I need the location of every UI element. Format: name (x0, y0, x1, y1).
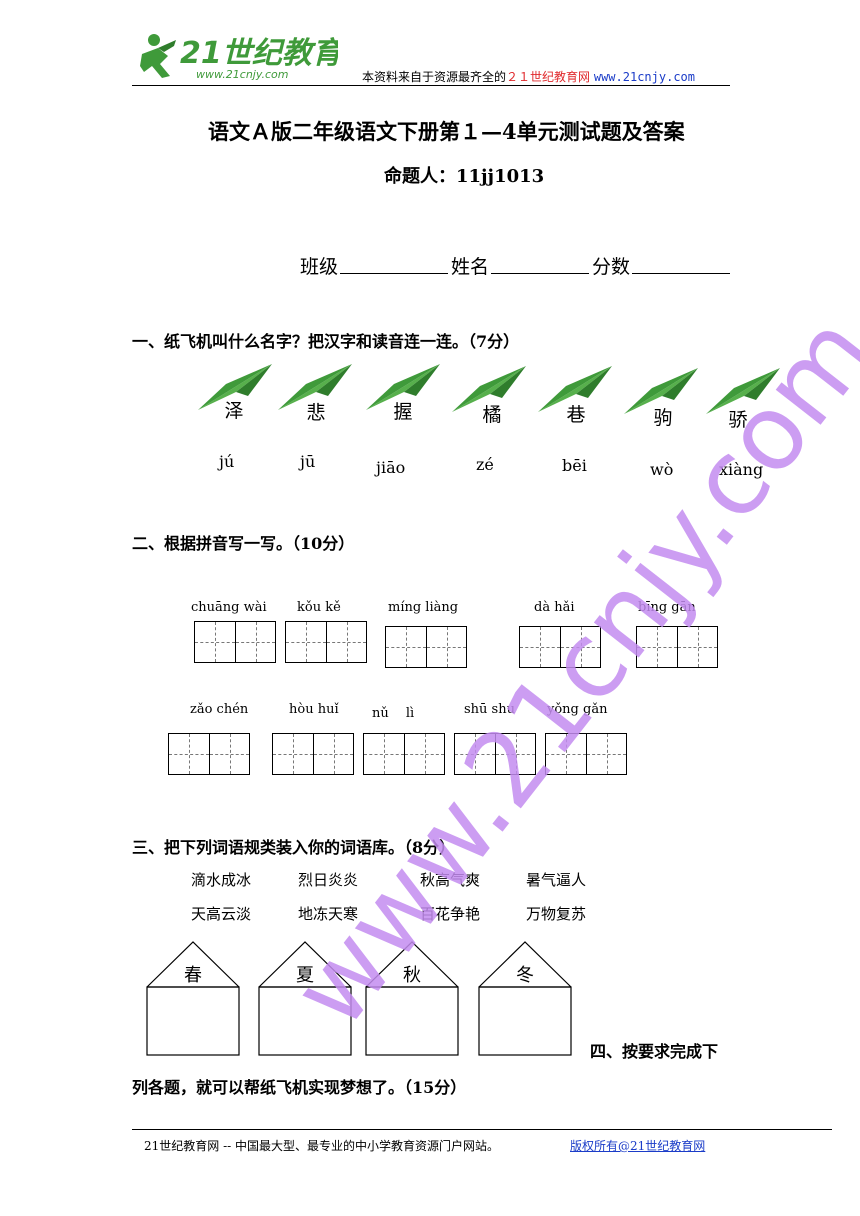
writing-grid[interactable] (285, 621, 367, 663)
word-item: 地冻天寒 (298, 905, 359, 923)
pinyin-prompt: chuāng wài (191, 600, 267, 615)
word-item: 百花争艳 (420, 905, 481, 923)
writing-grid[interactable] (168, 733, 250, 775)
paper-plane-icon (278, 364, 352, 410)
pinyin-option: bēi (562, 456, 587, 475)
pinyin-prompt: zǎo chén (190, 702, 249, 717)
writing-grid[interactable] (519, 626, 601, 668)
pinyin-option: xiàng (719, 460, 764, 479)
q4-heading-start: 四、按要求完成下 (590, 1042, 719, 1061)
plane-char: 巷 (566, 404, 586, 426)
header-divider (132, 85, 730, 86)
footer-divider (132, 1129, 832, 1130)
house-label-summer: 夏 (296, 965, 314, 986)
logo-text: 21世纪教育 (180, 36, 338, 71)
spring-house-box[interactable] (144, 940, 242, 1058)
q4-heading-end: 列各题，就可以帮纸飞机实现梦想了。（15分） (132, 1078, 467, 1097)
plane-char: 悲 (306, 402, 326, 424)
winter-house-box[interactable] (476, 940, 574, 1058)
class-label: 班级 (300, 256, 339, 278)
word-item: 秋高气爽 (420, 871, 481, 889)
plane-char: 握 (393, 401, 413, 423)
footer-copyright-link[interactable]: 版权所有@21世纪教育网 (570, 1139, 706, 1153)
paper-plane-icon (366, 364, 440, 410)
word-item: 烈日炎炎 (298, 871, 359, 889)
class-blank[interactable] (340, 273, 448, 274)
footer-text: 21世纪教育网 -- 中国最大型、最专业的中小学教育资源门户网站。 (144, 1139, 500, 1153)
q3-heading: 三、把下列词语规类装入你的词语库。（8分） (132, 838, 456, 857)
pinyin-option: jū (300, 452, 316, 471)
house-label-spring: 春 (184, 965, 202, 986)
writing-grid[interactable] (385, 626, 467, 668)
writing-grid[interactable] (454, 733, 536, 775)
pinyin-prompt: míng liàng (388, 600, 459, 615)
pinyin-prompt: nǔ lì (372, 706, 415, 721)
paper-plane-icon (538, 366, 612, 412)
pinyin-option: jú (219, 452, 235, 471)
q2-heading: 二、根据拼音写一写。（10分） (132, 534, 355, 553)
paper-plane-icon (452, 366, 526, 412)
pinyin-prompt: dà hǎi (534, 600, 575, 615)
summer-house-box[interactable] (256, 940, 354, 1058)
pinyin-prompt: shū shu (464, 702, 515, 717)
word-item: 暑气逼人 (526, 871, 587, 889)
plane-char: 泽 (224, 400, 244, 422)
writing-grid[interactable] (194, 621, 276, 663)
pinyin-option: wò (650, 460, 674, 479)
pinyin-prompt: kǒu kě (297, 600, 341, 615)
pinyin-option: zé (476, 455, 494, 474)
plane-char: 驹 (653, 407, 673, 429)
name-label: 姓名 (451, 256, 490, 278)
header-note-site[interactable]: ２１世纪教育网 (506, 70, 591, 84)
pinyin-prompt: bīng gān (638, 600, 696, 615)
header-note-url[interactable]: www.21cnjy.com (593, 70, 696, 84)
pinyin-prompt: yǒng gǎn (547, 702, 608, 717)
paper-plane-icon (624, 368, 698, 414)
paper-plane-icon (706, 368, 780, 414)
writing-grid[interactable] (272, 733, 354, 775)
house-label-autumn: 秋 (403, 965, 421, 986)
word-item: 滴水成冰 (191, 871, 252, 889)
house-label-winter: 冬 (516, 965, 534, 986)
name-blank[interactable] (491, 273, 589, 274)
score-label: 分数 (592, 256, 631, 278)
pinyin-option: jiāo (376, 458, 406, 477)
score-blank[interactable] (632, 273, 730, 274)
paper-plane-icon (198, 364, 272, 410)
header-note-prefix: 本资料来自于资源最齐全的 (362, 70, 507, 84)
writing-grid[interactable] (545, 733, 627, 775)
word-item: 万物复苏 (526, 905, 587, 923)
site-logo: 21世纪教育 www.21cnjy.com (140, 34, 338, 81)
word-item: 天高云淡 (191, 905, 252, 923)
plane-char: 骄 (728, 409, 748, 431)
author-line: 命题人：11jj1013 (384, 166, 545, 187)
autumn-house-box[interactable] (363, 940, 461, 1058)
pinyin-prompt: hòu huǐ (289, 702, 339, 717)
q1-heading: 一、纸飞机叫什么名字？把汉字和读音连一连。（7分） (132, 332, 520, 351)
plane-char: 橘 (482, 404, 502, 426)
logo-url: www.21cnjy.com (196, 68, 289, 81)
writing-grid[interactable] (636, 626, 718, 668)
header-note: 本资料来自于资源最齐全的２１世纪教育网 www.21cnjy.com (362, 68, 695, 85)
writing-grid[interactable] (363, 733, 445, 775)
page-title: 语文Ａ版二年级语文下册第１—4单元测试题及答案 (208, 119, 685, 144)
